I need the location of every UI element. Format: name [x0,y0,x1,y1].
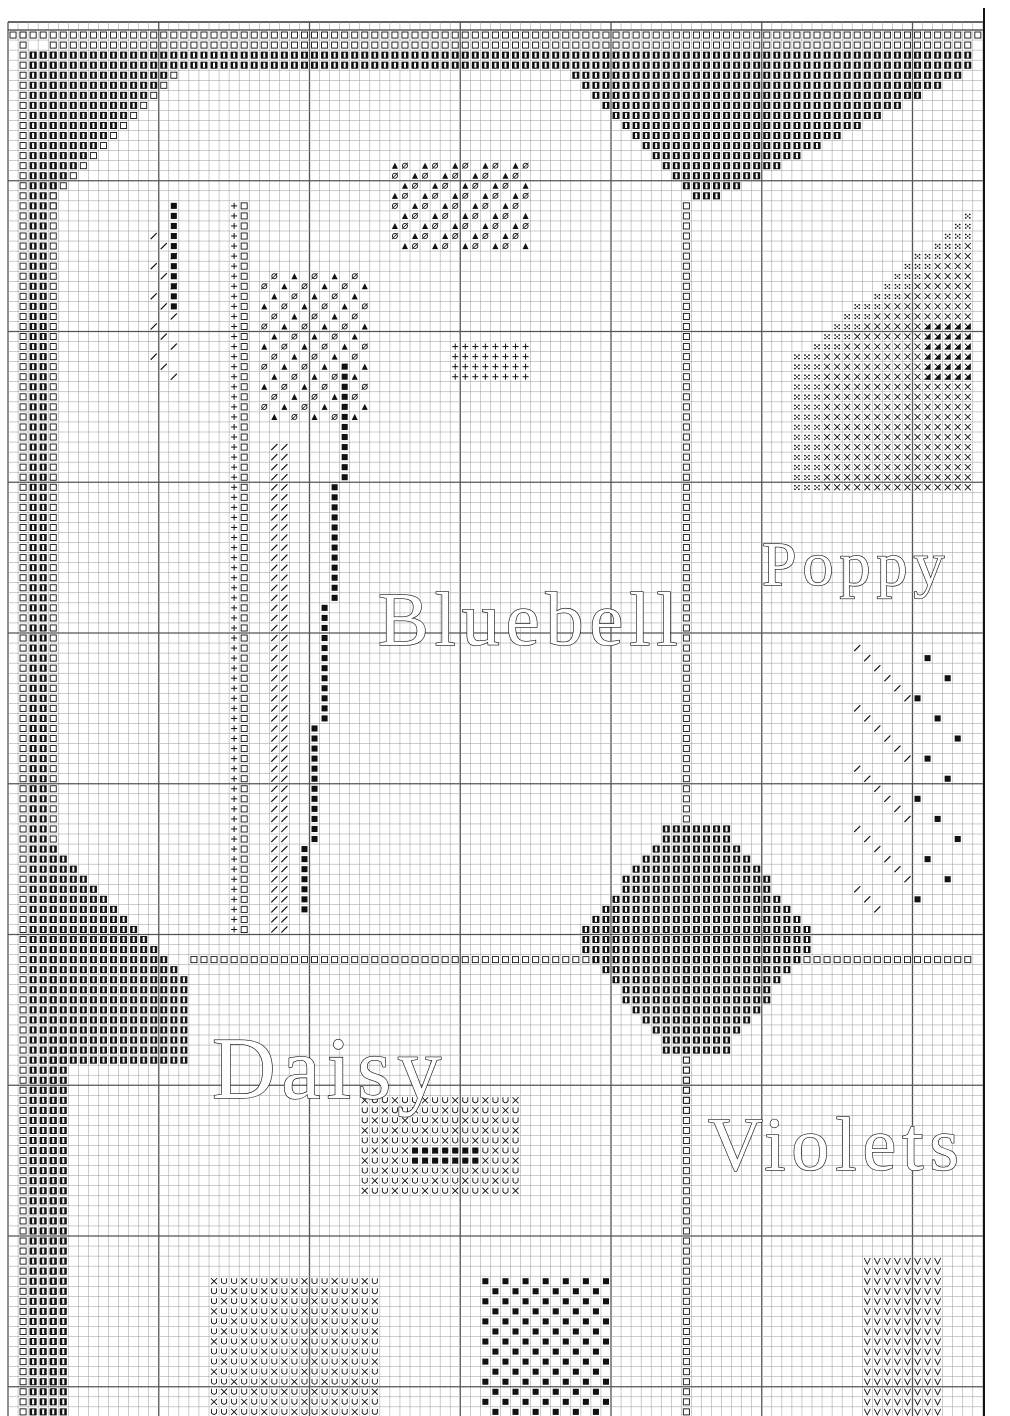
label-violets: Violets [708,1103,965,1187]
label-daisy: Daisy [212,1021,447,1118]
label-poppy: Poppy [762,531,950,599]
label-bluebell: Bluebell [378,578,684,662]
